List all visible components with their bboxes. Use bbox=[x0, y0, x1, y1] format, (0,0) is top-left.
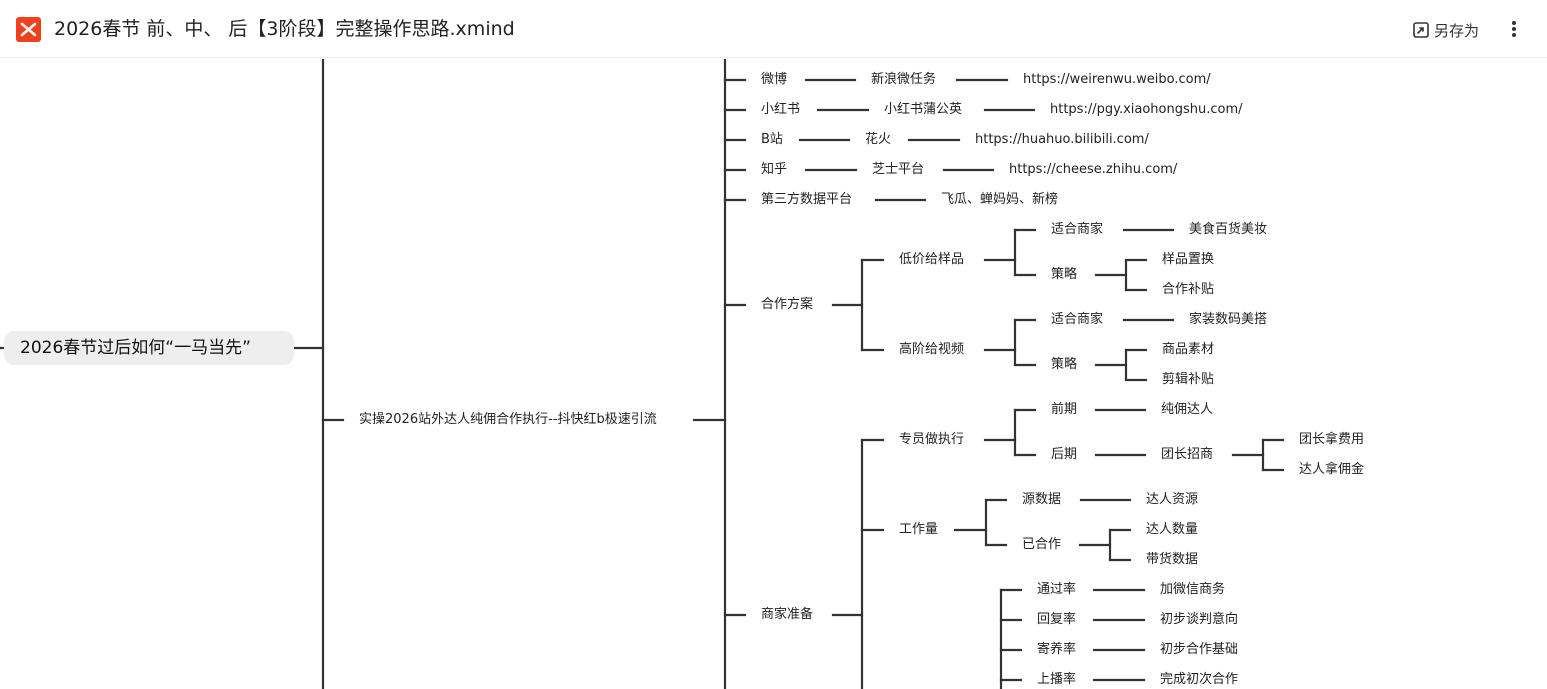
save-as-button[interactable]: 另存为 bbox=[1412, 18, 1479, 42]
topic-rate-pass[interactable]: 通过率 bbox=[1037, 582, 1077, 597]
topic-low-strategy[interactable]: 策略 bbox=[1051, 267, 1078, 282]
topic-zhihu-tool[interactable]: 芝士平台 bbox=[872, 162, 925, 177]
topic-weibo-tool[interactable]: 新浪微任务 bbox=[871, 72, 937, 87]
topic-zhihu[interactable]: 知乎 bbox=[761, 162, 788, 177]
mindmap-connectors bbox=[0, 59, 1285, 689]
topic-rate-foster[interactable]: 寄养率 bbox=[1037, 642, 1077, 657]
topic-late-stage-value[interactable]: 团长招商 bbox=[1161, 447, 1214, 462]
topic-cooperated[interactable]: 已合作 bbox=[1022, 537, 1062, 552]
topic-high-strategy-1[interactable]: 商品素材 bbox=[1162, 342, 1215, 357]
topic-specialist-exec[interactable]: 专员做执行 bbox=[899, 432, 965, 447]
topic-bilibili[interactable]: B站 bbox=[761, 132, 783, 147]
topic-low-strategy-2[interactable]: 合作补贴 bbox=[1162, 282, 1215, 297]
topic-workload[interactable]: 工作量 bbox=[899, 522, 939, 537]
topic-source-data-value[interactable]: 达人资源 bbox=[1146, 492, 1199, 507]
topic-early-stage-value[interactable]: 纯佣达人 bbox=[1161, 402, 1214, 417]
topic-xiaohongshu-url[interactable]: https://pgy.xiaohongshu.com/ bbox=[1050, 102, 1243, 117]
topic-source-data[interactable]: 源数据 bbox=[1022, 492, 1062, 507]
topic-coop-plan[interactable]: 合作方案 bbox=[761, 297, 814, 312]
topic-low-strategy-1[interactable]: 样品置换 bbox=[1162, 252, 1215, 267]
topic-low-fit-value[interactable]: 美食百货美妆 bbox=[1189, 222, 1268, 237]
topic-bilibili-tool[interactable]: 花火 bbox=[865, 132, 892, 147]
topic-high-fit[interactable]: 适合商家 bbox=[1051, 312, 1104, 327]
topic-late-sub-2[interactable]: 达人拿佣金 bbox=[1299, 462, 1365, 477]
topic-weibo-url[interactable]: https://weirenwu.weibo.com/ bbox=[1023, 72, 1211, 87]
topic-bilibili-url[interactable]: https://huahuo.bilibili.com/ bbox=[975, 132, 1149, 147]
root-topic[interactable]: 2026春节过后如何“一马当先” bbox=[4, 331, 294, 365]
topic-rate-pass-value[interactable]: 加微信商务 bbox=[1160, 582, 1226, 597]
topic-late-sub-1[interactable]: 团长拿费用 bbox=[1299, 432, 1365, 447]
topic-rate-foster-value[interactable]: 初步合作基础 bbox=[1160, 642, 1239, 657]
xmind-logo-icon bbox=[16, 17, 41, 42]
topic-xiaohongshu-tool[interactable]: 小红书蒲公英 bbox=[884, 102, 963, 117]
topic-high-video[interactable]: 高阶给视频 bbox=[899, 342, 965, 357]
topic-third-party-data[interactable]: 第三方数据平台 bbox=[761, 192, 853, 207]
document-title: 2026春节 前、中、 后【3阶段】完整操作思路.xmind bbox=[54, 18, 515, 40]
main-branch-topic[interactable]: 实操2026站外达人纯佣合作执行--抖快红b极速引流 bbox=[359, 412, 657, 427]
topic-xiaohongshu[interactable]: 小红书 bbox=[761, 102, 801, 117]
topic-third-party-data-value[interactable]: 飞瓜、蝉妈妈、新榜 bbox=[941, 192, 1059, 207]
topic-rate-reply[interactable]: 回复率 bbox=[1037, 612, 1077, 627]
topic-cooperated-1[interactable]: 达人数量 bbox=[1146, 522, 1199, 537]
topic-rate-live-value[interactable]: 完成初次合作 bbox=[1160, 672, 1239, 687]
topic-rate-reply-value[interactable]: 初步谈判意向 bbox=[1160, 612, 1239, 627]
save-as-icon bbox=[1413, 22, 1429, 38]
topic-high-strategy[interactable]: 策略 bbox=[1051, 357, 1078, 372]
topic-rate-live[interactable]: 上播率 bbox=[1037, 672, 1077, 687]
topic-low-fit[interactable]: 适合商家 bbox=[1051, 222, 1104, 237]
topic-low-price-sample[interactable]: 低价给样品 bbox=[899, 252, 965, 267]
save-as-label: 另存为 bbox=[1434, 21, 1480, 40]
topic-late-stage[interactable]: 后期 bbox=[1051, 447, 1078, 462]
topic-high-fit-value[interactable]: 家装数码美搭 bbox=[1189, 312, 1268, 327]
topic-early-stage[interactable]: 前期 bbox=[1051, 402, 1078, 417]
topic-merchant-prep[interactable]: 商家准备 bbox=[761, 607, 814, 622]
topic-zhihu-url[interactable]: https://cheese.zhihu.com/ bbox=[1009, 162, 1178, 177]
more-menu-button[interactable] bbox=[1504, 17, 1524, 41]
topic-high-strategy-2[interactable]: 剪辑补贴 bbox=[1162, 372, 1215, 387]
mindmap-canvas[interactable]: 2026春节过后如何“一马当先” 实操2026站外达人纯佣合作执行--抖快红b极… bbox=[0, 59, 1547, 689]
topic-cooperated-2[interactable]: 带货数据 bbox=[1146, 552, 1199, 567]
title-bar: 2026春节 前、中、 后【3阶段】完整操作思路.xmind 另存为 bbox=[0, 0, 1547, 58]
more-vertical-icon bbox=[1512, 21, 1516, 37]
topic-weibo[interactable]: 微博 bbox=[761, 72, 788, 87]
